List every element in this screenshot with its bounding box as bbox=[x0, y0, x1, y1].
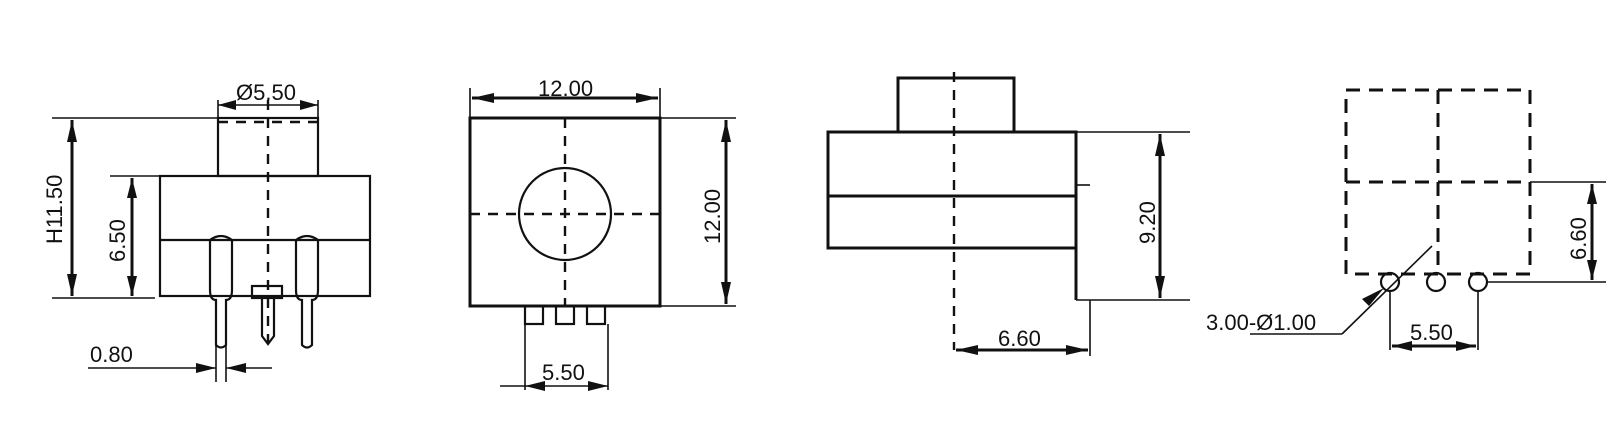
arrow-head bbox=[218, 100, 236, 110]
arrow-head bbox=[525, 381, 545, 391]
actuator-cap bbox=[896, 76, 1016, 134]
arrow-head bbox=[300, 100, 318, 110]
footprint-pitch-dimension-label: 5.50 bbox=[1410, 320, 1453, 345]
leader-line bbox=[1341, 245, 1433, 335]
arrow-head bbox=[1456, 341, 1476, 351]
hole-spec-label: 3.00-Ø1.00 bbox=[1206, 310, 1316, 335]
arrow-head bbox=[1362, 288, 1384, 306]
offset-dimension-label: 6.60 bbox=[998, 326, 1041, 351]
arrow-head bbox=[1155, 134, 1165, 156]
arrow-head bbox=[956, 345, 978, 355]
arrow-head bbox=[196, 363, 216, 373]
profile-body bbox=[826, 130, 1078, 250]
pin-width-dimension-label: 0.80 bbox=[90, 342, 133, 367]
arrow-head bbox=[721, 282, 731, 304]
pin-center-head bbox=[250, 284, 284, 300]
arrow-head bbox=[636, 93, 658, 103]
arrow-head bbox=[226, 363, 246, 373]
mounting-hole bbox=[1379, 271, 1401, 293]
diameter-dimension-label: Ø5.50 bbox=[236, 80, 296, 105]
arrow-head bbox=[127, 178, 137, 198]
switch-body bbox=[158, 174, 372, 298]
profile-height-dimension-label: 9.20 bbox=[1135, 201, 1160, 244]
arrow-head bbox=[67, 120, 77, 142]
arrow-head bbox=[721, 120, 731, 142]
footprint-height-dimension-label: 6.60 bbox=[1566, 217, 1591, 260]
body-height-dimension-label: 6.50 bbox=[105, 219, 130, 262]
pin-right bbox=[294, 234, 320, 349]
width-dimension-label: 12.00 bbox=[538, 76, 593, 101]
pin-pitch-dimension-label: 5.50 bbox=[542, 360, 585, 385]
arrow-head bbox=[1587, 184, 1597, 204]
arrow-head bbox=[472, 93, 494, 103]
arrow-head bbox=[1392, 341, 1412, 351]
mounting-hole bbox=[1467, 271, 1489, 293]
height-dimension-label: H11.50 bbox=[42, 175, 67, 244]
actuator-circle bbox=[517, 166, 613, 262]
arrow-head bbox=[67, 274, 77, 296]
arrow-head bbox=[1587, 260, 1597, 280]
arrow-head bbox=[127, 276, 137, 296]
profile-view: 9.20 6.60 bbox=[826, 72, 1190, 356]
side-view: Ø5.50 H11.50 6.50 0.80 bbox=[42, 80, 372, 382]
height-dimension-label: 12.00 bbox=[700, 189, 725, 244]
pin-stub bbox=[554, 304, 576, 326]
pin-stub bbox=[523, 304, 545, 326]
arrow-head bbox=[1066, 345, 1088, 355]
footprint-view: 6.60 3.00-Ø1.00 5.50 bbox=[1206, 88, 1606, 351]
pin-center bbox=[260, 298, 276, 346]
pin-left bbox=[208, 234, 234, 349]
arrow-head bbox=[588, 381, 608, 391]
mounting-hole bbox=[1425, 271, 1447, 293]
pin-stub bbox=[585, 304, 607, 326]
front-view: 12.00 12.00 5.50 bbox=[468, 76, 736, 391]
arrow-head bbox=[1155, 276, 1165, 298]
